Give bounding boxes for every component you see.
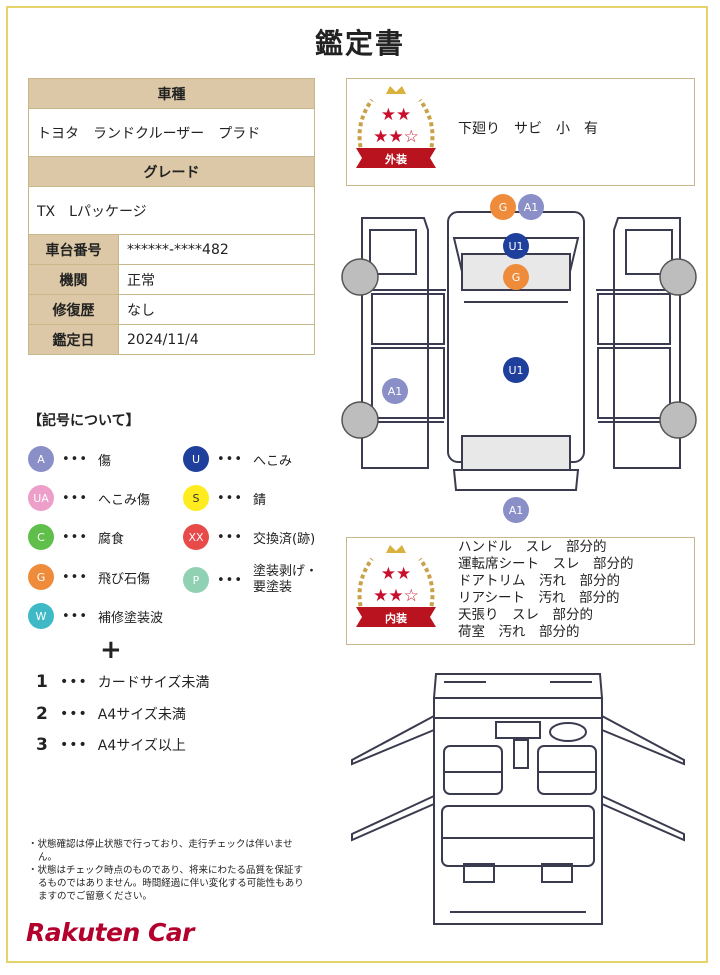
vehicle-type-value: トヨタ ランドクルーザー プラド xyxy=(28,108,315,157)
interior-rating-badge: ★★ ★★☆ 内装 xyxy=(356,545,436,627)
interior-comment: 天張り スレ 部分的 xyxy=(458,607,593,623)
appraisal-date-label: 鑑定日 xyxy=(28,324,119,355)
grade-header: グレード xyxy=(28,156,315,187)
note-1: ・状態確認は停止状態で行っており、走行チェックは伴いません。 xyxy=(28,839,293,863)
size-item-3: 3 ••• A4サイズ以上 xyxy=(36,735,186,755)
legend-code-a: A xyxy=(28,446,54,472)
legend-item-g: G ••• 飛び石傷 xyxy=(28,564,150,590)
chassis-number-value: ******-****482 xyxy=(118,234,315,265)
legend-code-p: P xyxy=(183,567,209,593)
legend-item-ua: UA ••• へこみ傷 xyxy=(28,485,150,511)
exterior-stars-bottom: ★★☆ xyxy=(373,127,419,147)
page-title: 鑑定書 xyxy=(314,27,405,60)
disclaimer-notes: ・状態確認は停止状態で行っており、走行チェックは伴いません。 ・状態はチェック時… xyxy=(28,838,308,903)
legend-item-c: C ••• 腐食 xyxy=(28,524,124,550)
legend-item-p: P ••• 塗装剥げ・要塗装 xyxy=(183,564,329,596)
legend-item-xx: XX ••• 交換済(跡) xyxy=(183,524,315,550)
damage-marker-u1-roof: U1 xyxy=(503,357,529,383)
size-item-1: 1 ••• カードサイズ未満 xyxy=(36,672,210,692)
interior-comment: ドアトリム 汚れ 部分的 xyxy=(458,573,620,589)
exterior-badge-label: 外装 xyxy=(384,152,407,166)
legend-item-u: U ••• へこみ xyxy=(183,446,292,472)
legend-title: 【記号について】 xyxy=(28,413,140,429)
vehicle-info-table: 車種 トヨタ ランドクルーザー プラド グレード TX Lパッケージ 車台番号 … xyxy=(28,78,315,355)
legend-code-g: G xyxy=(28,564,54,590)
interior-car-diagram xyxy=(351,673,685,925)
exterior-car-diagram xyxy=(341,211,697,491)
interior-stars-bottom: ★★☆ xyxy=(373,586,419,606)
legend-code-s: S xyxy=(183,485,209,511)
plus-sign: + xyxy=(100,635,122,665)
legend-code-c: C xyxy=(28,524,54,550)
appraisal-date-value: 2024/11/4 xyxy=(118,324,315,355)
exterior-comment: 下廻り サビ 小 有 xyxy=(458,121,598,137)
damage-marker-a1-front: A1 xyxy=(518,194,544,220)
interior-stars-top: ★★ xyxy=(381,564,411,584)
note-2: ・状態はチェック時点のものであり、将来にわたる品質を保証するものではありません。… xyxy=(28,865,304,902)
exterior-stars-top: ★★ xyxy=(381,105,411,125)
rakuten-car-logo: Rakuten Car xyxy=(26,918,195,947)
interior-comment: 運転席シート スレ 部分的 xyxy=(458,556,634,572)
engine-label: 機関 xyxy=(28,264,119,295)
damage-marker-a1-left: A1 xyxy=(382,378,408,404)
interior-comments: ハンドル スレ 部分的 運転席シート スレ 部分的 ドアトリム 汚れ 部分的 リ… xyxy=(458,539,634,641)
size-item-2: 2 ••• A4サイズ未満 xyxy=(36,704,186,724)
legend-code-ua: UA xyxy=(28,485,54,511)
repair-history-value: なし xyxy=(118,294,315,325)
damage-marker-g-windshield: G xyxy=(503,264,529,290)
grade-value: TX Lパッケージ xyxy=(28,186,315,235)
legend-item-w: W ••• 補修塗装波 xyxy=(28,603,163,629)
interior-badge-label: 内装 xyxy=(385,611,407,625)
damage-marker-a1-rear: A1 xyxy=(503,497,529,523)
interior-comment: リアシート 汚れ 部分的 xyxy=(458,590,620,606)
interior-comment: ハンドル スレ 部分的 xyxy=(458,539,607,555)
repair-history-label: 修復歴 xyxy=(28,294,119,325)
damage-marker-g-front: G xyxy=(490,194,516,220)
chassis-number-label: 車台番号 xyxy=(28,234,119,265)
damage-marker-u1-hood: U1 xyxy=(503,233,529,259)
exterior-rating-badge: ★★ ★★☆ 外装 xyxy=(356,86,436,168)
legend-code-w: W xyxy=(28,603,54,629)
legend-code-u: U xyxy=(183,446,209,472)
engine-value: 正常 xyxy=(118,264,315,295)
interior-comment: 荷室 汚れ 部分的 xyxy=(458,624,580,640)
document-frame xyxy=(6,6,708,963)
legend-code-xx: XX xyxy=(183,524,209,550)
legend-item-a: A ••• 傷 xyxy=(28,446,111,472)
vehicle-type-header: 車種 xyxy=(28,78,315,109)
legend-item-s: S ••• 錆 xyxy=(183,485,266,511)
